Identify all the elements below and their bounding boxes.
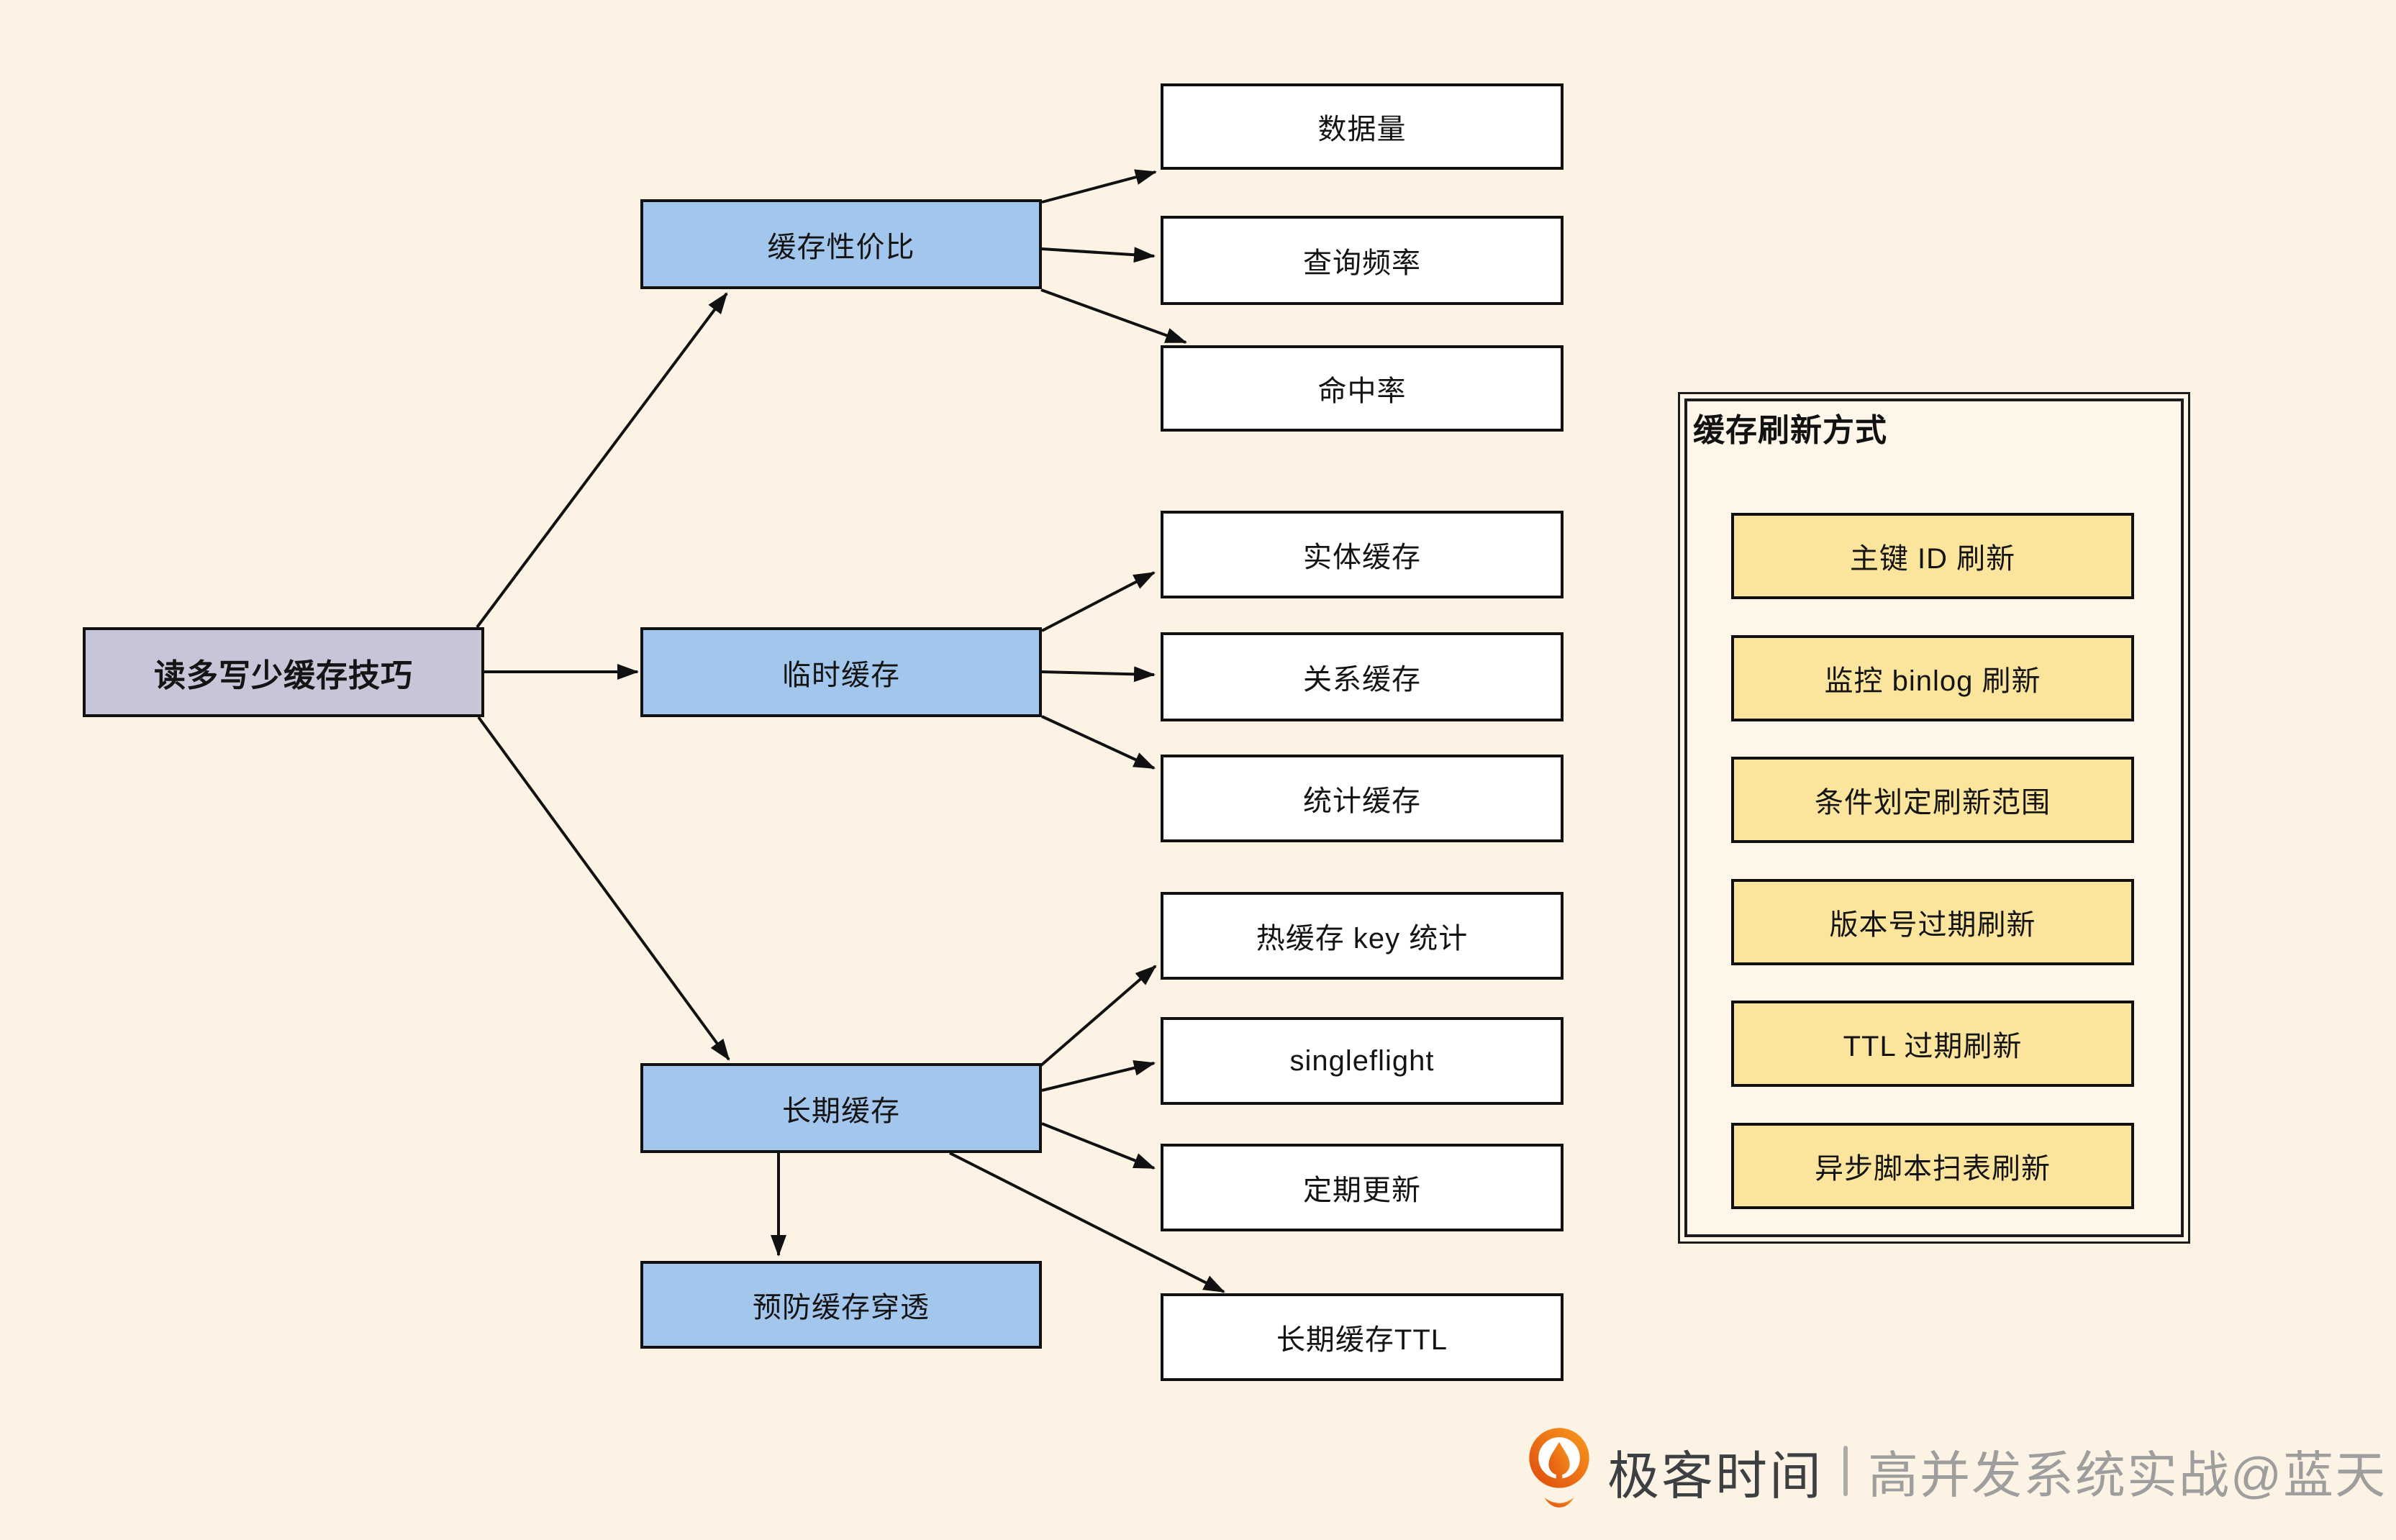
- node-relation-cache: 关系缓存: [1161, 632, 1564, 721]
- edge-cost-hit-rate: [1040, 288, 1187, 344]
- panel-item-primary-key-refresh: 主键 ID 刷新: [1731, 513, 2134, 599]
- edge-longterm-singleflight: [1041, 1060, 1156, 1092]
- node-root: 读多写少缓存技巧: [83, 627, 484, 717]
- edge-temp-entity-cache: [1041, 571, 1156, 632]
- edge-cost-data-volume: [1041, 169, 1157, 204]
- node-prevent-cache-penetration: 预防缓存穿透: [640, 1261, 1042, 1349]
- edge-temp-stats-cache: [1041, 715, 1156, 770]
- edge-longterm-ttl: [949, 1152, 1225, 1293]
- edge-root-longterm: [477, 716, 730, 1061]
- panel-item-condition-range-refresh: 条件划定刷新范围: [1731, 757, 2134, 843]
- panel-item-version-expire-refresh: 版本号过期刷新: [1731, 879, 2134, 965]
- cache-refresh-panel: 缓存刷新方式 主键 ID 刷新 监控 binlog 刷新 条件划定刷新范围 版本…: [1678, 392, 2190, 1244]
- panel-item-ttl-expire-refresh: TTL 过期刷新: [1731, 1001, 2134, 1087]
- watermark-footer: 极客时间 高并发系统实战@蓝天: [1528, 1424, 2387, 1518]
- node-singleflight: singleflight: [1161, 1017, 1564, 1105]
- node-temporary-cache: 临时缓存: [640, 627, 1042, 717]
- node-query-frequency: 查询频率: [1161, 216, 1564, 305]
- node-hit-rate: 命中率: [1161, 345, 1564, 432]
- node-longterm-cache: 长期缓存: [640, 1063, 1042, 1153]
- panel-item-binlog-refresh: 监控 binlog 刷新: [1731, 635, 2134, 721]
- footer-credit-text: 高并发系统实战@蓝天: [1868, 1446, 2387, 1503]
- node-cache-cost-effectiveness: 缓存性价比: [640, 199, 1042, 289]
- edge-temp-relation-cache: [1041, 666, 1156, 683]
- geektime-logo-icon: [1529, 1428, 1589, 1508]
- node-data-volume: 数据量: [1161, 83, 1564, 170]
- cache-refresh-panel-inner-border: [1684, 398, 2184, 1237]
- edge-root-cost: [476, 292, 728, 629]
- node-entity-cache: 实体缓存: [1161, 511, 1564, 598]
- node-longterm-cache-ttl: 长期缓存TTL: [1161, 1293, 1564, 1381]
- panel-title: 缓存刷新方式: [1693, 413, 1887, 448]
- footer-brand-text: 极客时间: [1607, 1447, 1824, 1505]
- edge-longterm-hot-key: [1040, 965, 1157, 1067]
- edge-cost-query-freq: [1041, 247, 1156, 263]
- node-periodic-update: 定期更新: [1161, 1144, 1564, 1231]
- footer-separator: [1843, 1446, 1848, 1496]
- edge-longterm-periodic-update: [1041, 1122, 1156, 1170]
- node-stats-cache: 统计缓存: [1161, 755, 1564, 842]
- node-hot-key-stats: 热缓存 key 统计: [1161, 892, 1564, 980]
- panel-item-async-scan-refresh: 异步脚本扫表刷新: [1731, 1123, 2134, 1209]
